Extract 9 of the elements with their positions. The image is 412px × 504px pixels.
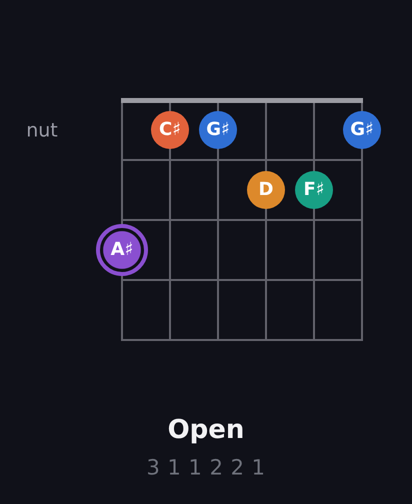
root-note-marker: A♯ xyxy=(96,224,148,276)
note-marker: F♯ xyxy=(295,171,333,209)
note-marker: G♯ xyxy=(343,111,381,149)
finger-numbers: 3 1 1 2 2 1 xyxy=(146,458,266,478)
chord-title: Open xyxy=(168,417,244,443)
note-marker: G♯ xyxy=(199,111,237,149)
nut-label: nut xyxy=(26,122,58,140)
note-marker: D xyxy=(247,171,285,209)
note-marker: C♯ xyxy=(151,111,189,149)
